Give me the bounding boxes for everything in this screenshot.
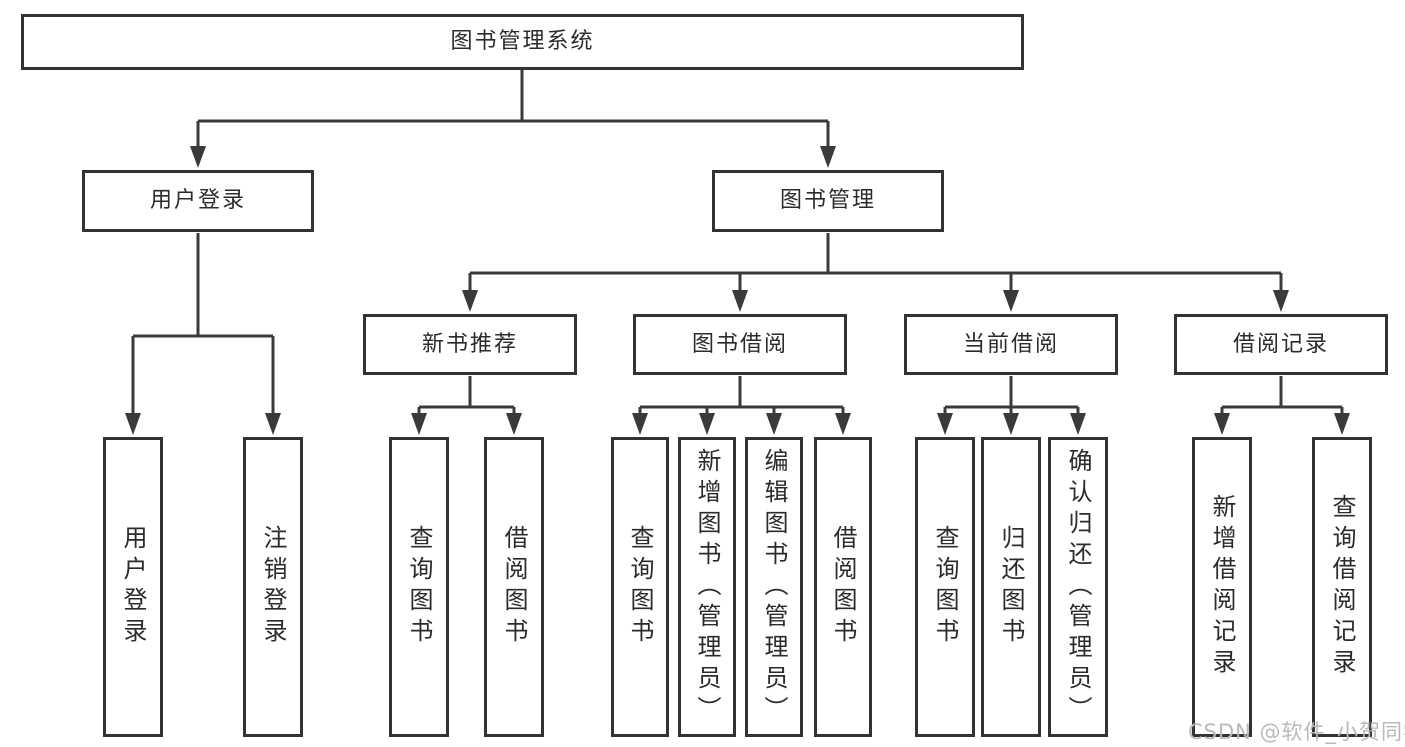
leaf-confirm-return-admin: 确认归还（管理员） — [1048, 437, 1108, 737]
leaf-add-borrow-record: 新增借阅记录 — [1192, 437, 1252, 737]
node-book-borrow: 图书借阅 — [633, 314, 847, 375]
leaf-edit-books-admin: 编辑图书（管理员） — [745, 437, 803, 737]
node-current-borrow: 当前借阅 — [904, 314, 1118, 375]
node-root-system: 图书管理系统 — [21, 14, 1024, 70]
leaf-query-borrow-record: 查询借阅记录 — [1312, 437, 1372, 737]
leaf-user-login: 用户登录 — [103, 437, 163, 737]
leaf-query-books-recommend: 查询图书 — [389, 437, 449, 737]
leaf-query-books-current: 查询图书 — [915, 437, 975, 737]
node-book-management: 图书管理 — [712, 170, 944, 232]
csdn-watermark: CSDN @软件_小贺同学 — [1188, 720, 1405, 744]
leaf-borrow-books: 借阅图书 — [814, 437, 872, 737]
leaf-return-books: 归还图书 — [981, 437, 1041, 737]
leaf-borrow-books-recommend: 借阅图书 — [484, 437, 544, 737]
node-borrow-records: 借阅记录 — [1174, 314, 1388, 375]
node-user-login: 用户登录 — [82, 170, 314, 232]
leaf-query-books-borrow: 查询图书 — [611, 437, 669, 737]
leaf-logout: 注销登录 — [243, 437, 303, 737]
node-new-book-recommend: 新书推荐 — [363, 314, 577, 375]
leaf-add-books-admin: 新增图书（管理员） — [678, 437, 736, 737]
